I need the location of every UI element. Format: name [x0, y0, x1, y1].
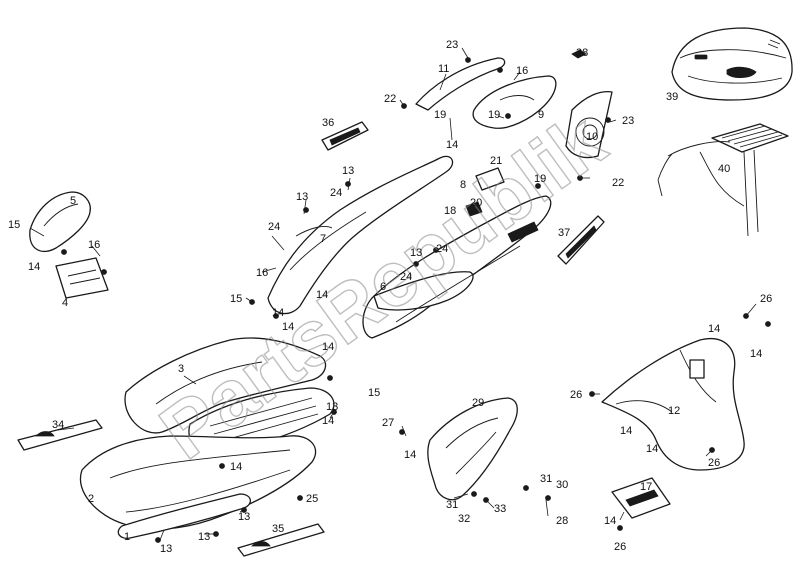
callout-3: 3	[178, 363, 184, 375]
callout-14: 14	[322, 341, 334, 353]
callout-14: 14	[230, 461, 242, 473]
callout-1: 1	[124, 531, 130, 543]
callout-14: 14	[404, 449, 416, 461]
callout-15: 15	[230, 293, 242, 305]
grab-handle-part	[415, 57, 506, 111]
rear-upper-cover-part	[472, 75, 557, 129]
callout-14: 14	[750, 348, 762, 360]
callout-13: 13	[410, 247, 422, 259]
belly-pan-part	[79, 435, 317, 530]
callout-40: 40	[718, 163, 730, 175]
bracket-17-part	[611, 477, 671, 519]
rear-reflector-part	[565, 90, 613, 159]
clip-38-part	[571, 49, 587, 59]
callout-16: 16	[88, 239, 100, 251]
callout-37: 37	[558, 227, 570, 239]
callout-31: 31	[446, 499, 458, 511]
callout-15: 15	[8, 219, 20, 231]
callout-28: 28	[556, 515, 568, 527]
callout-13: 13	[238, 511, 250, 523]
callout-22: 22	[384, 93, 396, 105]
leader-lines	[29, 47, 757, 541]
callout-26: 26	[708, 457, 720, 469]
callout-19: 19	[488, 109, 500, 121]
callout-30: 30	[556, 479, 568, 491]
taillight-bracket-part	[465, 167, 505, 217]
callout-18: 18	[444, 205, 456, 217]
callout-19: 19	[434, 109, 446, 121]
callout-24: 24	[436, 243, 448, 255]
callout-8: 8	[460, 179, 466, 191]
small-side-panel-part	[29, 191, 91, 253]
callout-14: 14	[322, 415, 334, 427]
callout-27: 27	[382, 417, 394, 429]
callout-13: 13	[198, 531, 210, 543]
callout-38: 38	[576, 47, 588, 59]
callout-13: 13	[160, 543, 172, 555]
callout-labels: 23 38 39 11 16 22 19 19 9 36 14 10 23 21…	[8, 39, 772, 555]
callout-22: 22	[612, 177, 624, 189]
emblem-36-part	[321, 121, 369, 151]
callout-11: 11	[438, 63, 449, 75]
callout-15: 15	[368, 387, 380, 399]
callout-14: 14	[316, 289, 328, 301]
left-side-cover-part	[267, 155, 454, 315]
callout-6: 6	[380, 281, 386, 293]
callout-14: 14	[282, 321, 294, 333]
callout-14: 14	[446, 139, 458, 151]
right-side-cover-part	[362, 195, 552, 339]
decal-35-part	[237, 523, 325, 557]
rear-tail-cover-part	[601, 338, 745, 471]
callout-5: 5	[70, 195, 76, 207]
callout-24: 24	[268, 221, 280, 233]
callout-12: 12	[668, 405, 680, 417]
callout-29: 29	[472, 397, 484, 409]
callout-7: 7	[320, 233, 326, 245]
callout-26: 26	[614, 541, 626, 553]
emblem-37-part	[557, 215, 605, 265]
callout-13: 13	[342, 165, 354, 177]
callout-31: 31	[540, 473, 552, 485]
top-case-part	[671, 27, 793, 101]
callout-35: 35	[272, 523, 284, 535]
callout-33: 33	[494, 503, 506, 515]
leg-shield-upper-part	[124, 337, 327, 434]
callout-24: 24	[400, 271, 412, 283]
callout-13: 13	[326, 401, 338, 413]
callout-20: 20	[470, 197, 482, 209]
callout-14: 14	[272, 307, 284, 319]
callout-39: 39	[666, 91, 678, 103]
callout-9: 9	[538, 109, 544, 121]
callout-26: 26	[760, 293, 772, 305]
callout-26: 26	[570, 389, 582, 401]
callout-32: 32	[458, 513, 470, 525]
callout-16: 16	[516, 65, 528, 77]
callout-10: 10	[586, 131, 598, 143]
callout-14: 14	[708, 323, 720, 335]
decal-34-part	[17, 419, 103, 451]
callout-14: 14	[620, 425, 632, 437]
callout-24: 24	[330, 187, 342, 199]
callout-36: 36	[322, 117, 334, 129]
rear-mudguard-part	[427, 397, 518, 501]
callout-4: 4	[62, 297, 68, 309]
luggage-rack-part	[657, 123, 789, 237]
callout-25: 25	[306, 493, 318, 505]
callout-19: 19	[534, 173, 546, 185]
callout-14: 14	[646, 443, 658, 455]
callout-14: 14	[28, 261, 40, 273]
callout-34: 34	[52, 419, 64, 431]
callout-23: 23	[446, 39, 458, 51]
callout-2: 2	[88, 493, 94, 505]
callout-23: 23	[622, 115, 634, 127]
callout-13: 13	[296, 191, 308, 203]
mount-bracket-part	[55, 257, 109, 299]
callout-17: 17	[640, 481, 652, 493]
callout-16: 16	[256, 267, 268, 279]
callout-14: 14	[604, 515, 616, 527]
callout-21: 21	[490, 155, 502, 167]
